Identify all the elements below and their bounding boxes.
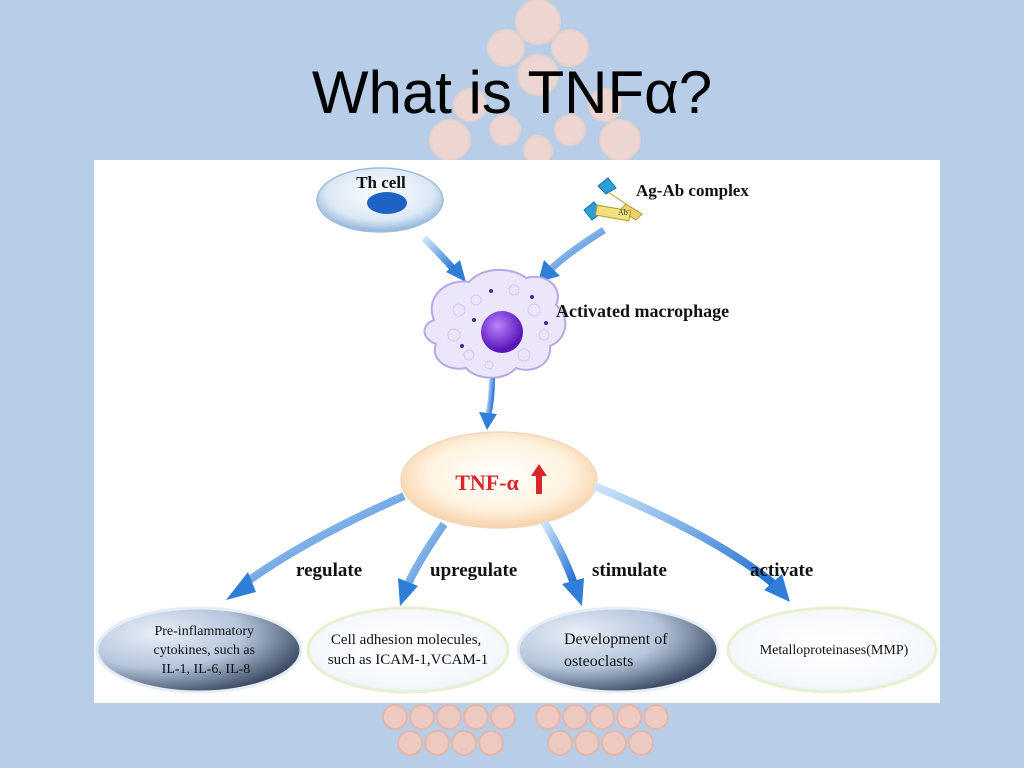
arrow-th-to-macrophage — [421, 235, 459, 275]
activated-macrophage-label: Activated macrophage — [556, 301, 729, 321]
arrow-upregulate-head — [398, 578, 418, 606]
arrow-activate-head — [764, 574, 790, 602]
arrow-macrophage-to-tnf-head — [479, 412, 497, 430]
th-cell: Th cell — [316, 167, 444, 233]
mmp-line-1: Metalloproteinases(MMP) — [760, 643, 909, 658]
svg-text:Cell adhesion molecules,: Cell adhesion molecules, such as ICAM-1,… — [328, 632, 488, 668]
arrow-complex-to-macrophage-head — [538, 260, 560, 282]
outcome-mmp: Metalloproteinases(MMP) — [726, 606, 938, 694]
svg-text:Development of osteo: Development of osteoclasts — [564, 631, 672, 670]
arrow-stimulate — [540, 519, 578, 586]
arrow-macrophage-to-tnf — [485, 377, 495, 417]
increase-arrow-icon — [531, 464, 547, 494]
tnf-alpha-label: TNF-α — [455, 470, 519, 495]
adhesion-line-1: Cell adhesion molecules, — [331, 632, 481, 648]
label-stimulate: stimulate — [592, 560, 667, 581]
arrow-activate — [592, 482, 777, 588]
arrow-regulate — [241, 492, 406, 588]
tnf-alpha-node: TNF-α — [400, 431, 598, 529]
arrow-stimulate-head — [562, 578, 584, 606]
outcome-adhesion: Cell adhesion molecules, such as ICAM-1,… — [306, 606, 510, 694]
activated-macrophage-cell — [423, 268, 567, 379]
arrow-complex-to-macrophage — [549, 227, 606, 271]
th-cell-label: Th cell — [356, 173, 406, 192]
outcome-cytokines: Pre-inflammatory cytokines, such as IL-1… — [95, 606, 303, 694]
osteoclasts-line-1: Development of — [564, 631, 668, 648]
arrow-th-to-macrophage-head — [446, 260, 466, 282]
slide-title: What is TNFα? — [311, 59, 713, 126]
tnf-alpha-diagram: Th cell Ab Ag-Ab complex — [94, 160, 940, 703]
adhesion-line-2: such as ICAM-1,VCAM-1 — [328, 652, 488, 668]
svg-text:Pre-inflammatory cyt: Pre-inflammatory cytokines, such as IL-1… — [154, 624, 259, 677]
label-upregulate: upregulate — [430, 560, 517, 581]
cytokines-line-3: IL-1, IL-6, IL-8 — [162, 662, 251, 677]
arrow-regulate-head — [226, 572, 256, 600]
ab-tag: Ab — [618, 208, 628, 217]
outcome-osteoclasts: Development of osteoclasts — [516, 606, 720, 694]
label-regulate: regulate — [296, 560, 362, 581]
osteoclasts-line-2: osteoclasts — [564, 653, 633, 670]
arrow-upregulate — [404, 521, 448, 586]
ag-ab-complex-label: Ag-Ab complex — [636, 181, 749, 200]
label-activate: activate — [750, 560, 813, 581]
cytokines-line-2: cytokines, such as — [154, 643, 255, 658]
cytokines-line-1: Pre-inflammatory — [154, 624, 254, 639]
ag-ab-complex-icon: Ab — [583, 177, 643, 222]
